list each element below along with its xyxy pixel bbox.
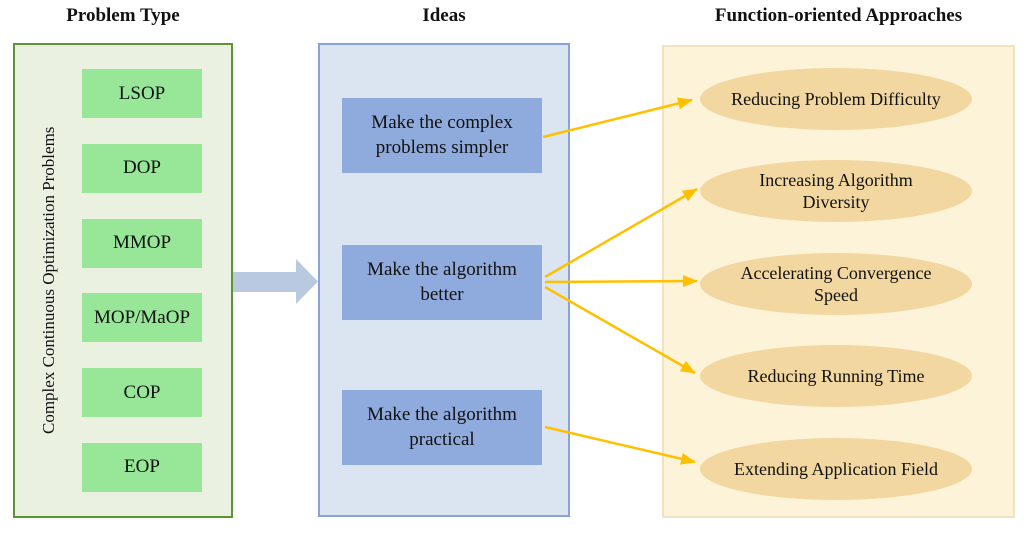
ideas-panel: Make the complex problems simpler Make t…	[318, 43, 570, 517]
problem-item-eop: EOP	[82, 442, 202, 492]
approaches-title: Function-oriented Approaches	[714, 5, 963, 26]
problem-item-cop: COP	[82, 368, 202, 418]
idea-make-algorithm-practical: Make the algorithm practical	[342, 390, 542, 465]
approach-reducing-running-time: Reducing Running Time	[700, 345, 972, 407]
ideas-title: Ideas	[422, 5, 466, 26]
approach-extending-application-field: Extending Application Field	[700, 438, 972, 500]
problem-item-mop-maop: MOP/MaOP	[82, 293, 202, 343]
problem-item-mmop: MMOP	[82, 218, 202, 268]
problem-item-dop: DOP	[82, 143, 202, 193]
idea-make-problems-simpler: Make the complex problems simpler	[342, 98, 542, 173]
idea-make-algorithm-better: Make the algorithm better	[342, 245, 542, 320]
problem-type-side-label: Complex Continuous Optimization Problems	[39, 126, 58, 435]
approach-accelerating-convergence-speed: Accelerating Convergence Speed	[700, 253, 972, 315]
approach-reducing-problem-difficulty: Reducing Problem Difficulty	[700, 68, 972, 130]
problem-item-lsop: LSOP	[82, 69, 202, 118]
problem-type-panel: Complex Continuous Optimization Problems…	[13, 43, 233, 518]
approach-increasing-algorithm-diversity: Increasing Algorithm Diversity	[700, 160, 972, 222]
problem-type-title: Problem Type	[66, 5, 180, 26]
main-arrow-problems-to-ideas	[233, 259, 318, 304]
approaches-panel: Reducing Problem Difficulty Increasing A…	[662, 45, 1015, 518]
problem-type-list: LSOP DOP MMOP MOP/MaOP COP EOP	[82, 45, 202, 516]
